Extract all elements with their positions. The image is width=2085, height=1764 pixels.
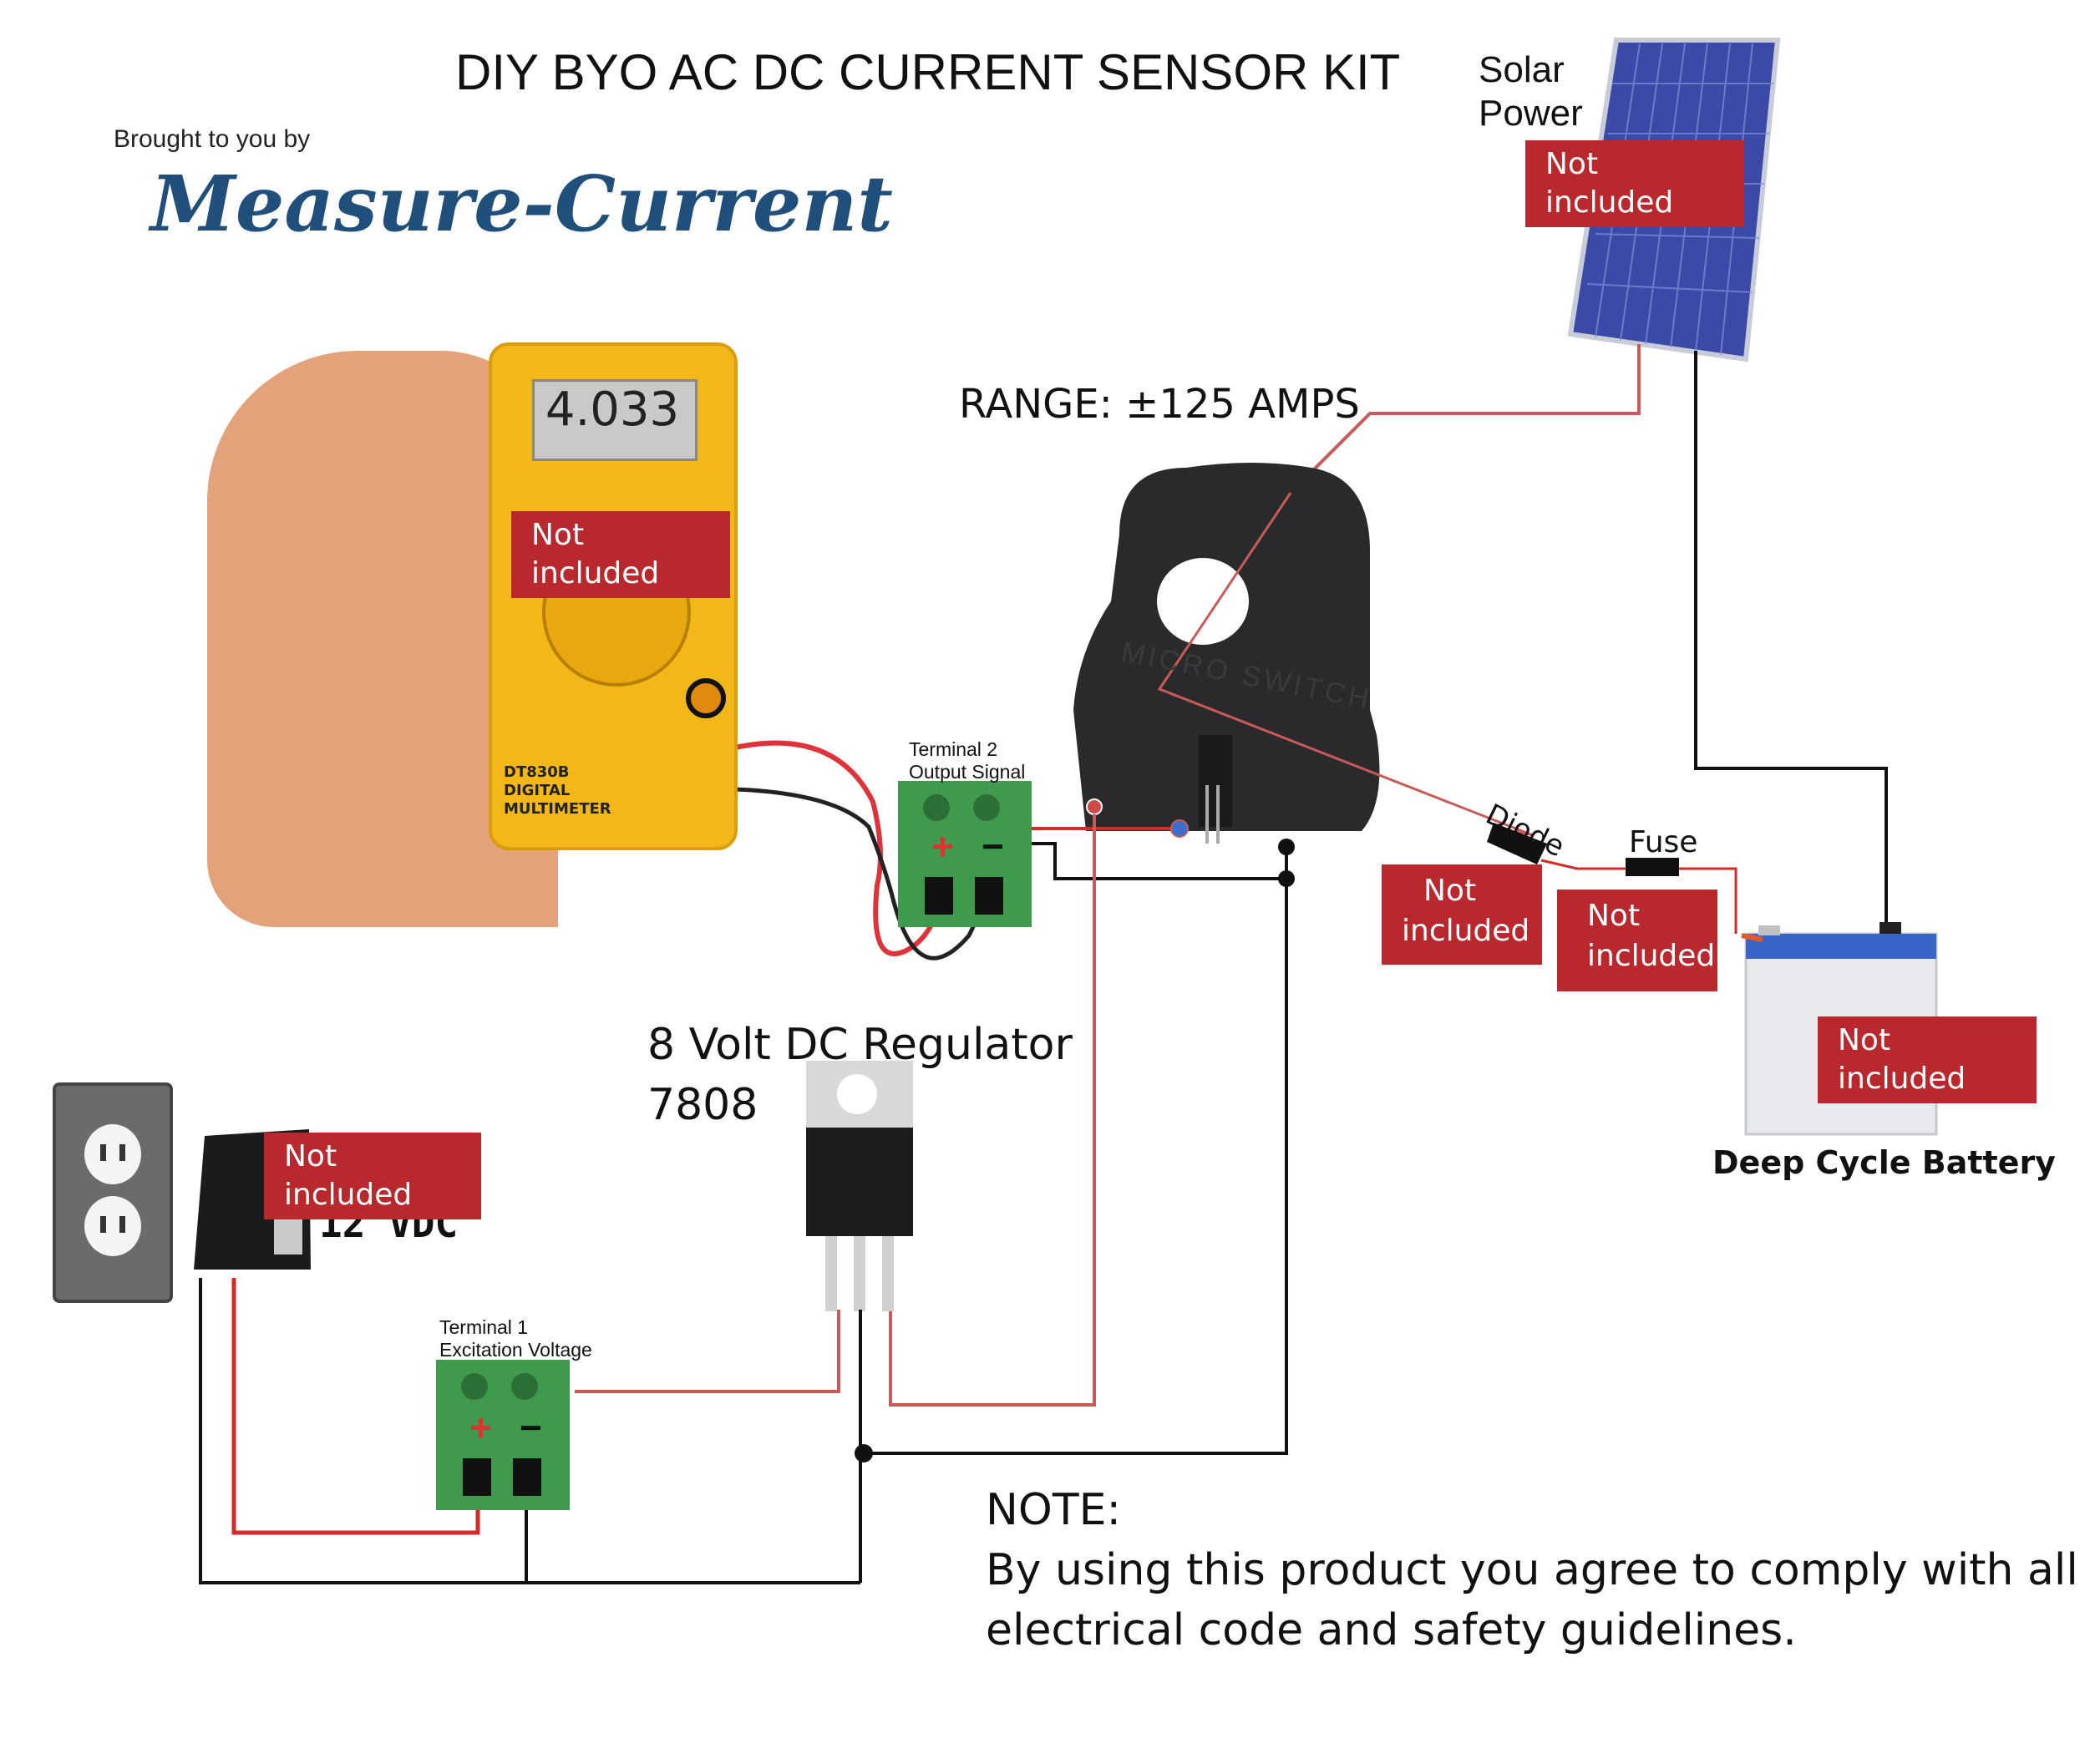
terminal-block-2: + − <box>898 781 1032 927</box>
battery-label: Deep Cycle Battery <box>1712 1144 2056 1181</box>
multimeter-com-port <box>686 678 726 718</box>
note-line-2: electrical code and safety guidelines. <box>986 1605 1797 1655</box>
brand-logo: Measure-Current <box>150 159 893 249</box>
not-included-badge-fuse: Not included <box>1557 890 1717 991</box>
brought-by-label: Brought to you by <box>114 125 311 153</box>
fuse <box>1626 858 1679 876</box>
voltage-regulator <box>806 1061 913 1311</box>
solar-label: Solar Power <box>1479 49 1583 134</box>
terminal-block-1: + − <box>436 1360 570 1510</box>
not-included-badge-adapter: Not included <box>264 1133 481 1219</box>
terminal-2-label: Terminal 2 Output Signal <box>909 738 1026 783</box>
not-included-badge-solar: Not included <box>1525 140 1744 227</box>
range-label: RANGE: ±125 AMPS <box>959 381 1360 428</box>
fuse-label: Fuse <box>1629 825 1698 859</box>
regulator-label: 8 Volt DC Regulator 7808 <box>647 1020 1073 1130</box>
multimeter-display: 4.033 <box>545 383 680 437</box>
not-included-badge-diode: Not included <box>1382 864 1542 965</box>
note-line-1: By using this product you agree to compl… <box>986 1545 2078 1595</box>
page-title: DIY BYO AC DC CURRENT SENSOR KIT <box>455 44 1401 100</box>
wall-outlet <box>53 1082 173 1303</box>
note-heading: NOTE: <box>986 1485 1121 1535</box>
multimeter-model-label: DT830B DIGITAL MULTIMETER <box>504 763 611 818</box>
diode <box>1487 823 1547 864</box>
not-included-badge-multimeter: Not included <box>511 511 730 598</box>
terminal-1-label: Terminal 1 Excitation Voltage <box>439 1316 592 1361</box>
not-included-badge-battery: Not included <box>1818 1016 2037 1103</box>
current-sensor <box>1073 463 1380 844</box>
